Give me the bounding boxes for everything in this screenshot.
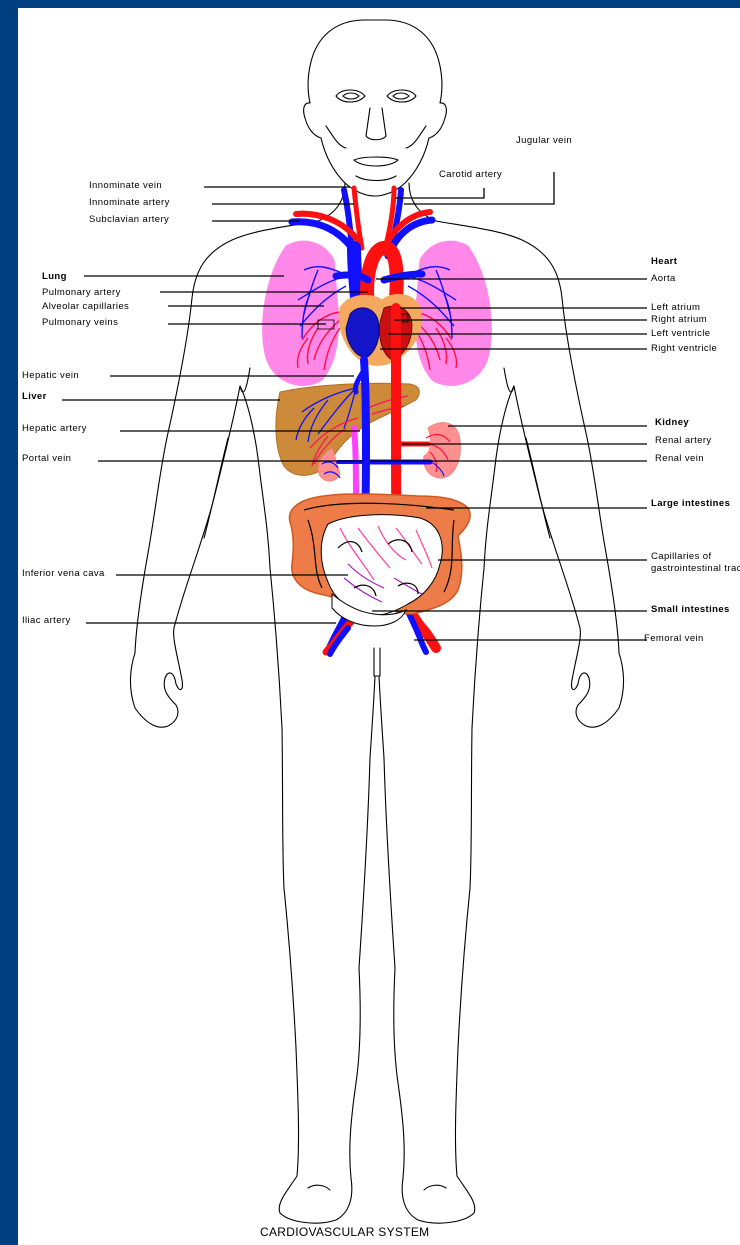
label-alveolar-capillaries: Alveolar capillaries — [42, 301, 129, 312]
label-right-ventricle: Right ventricle — [651, 343, 717, 354]
label-left-ventricle: Left ventricle — [651, 328, 710, 339]
label-innominate-vein: Innominate vein — [89, 180, 162, 191]
mouth — [354, 157, 398, 166]
label-jugular-vein: Jugular vein — [516, 135, 572, 146]
cheek-lines — [326, 126, 426, 148]
label-subclavian-artery: Subclavian artery — [89, 214, 169, 225]
label-large-intestines: Large intestines — [651, 498, 730, 509]
label-hepatic-vein: Hepatic vein — [22, 370, 79, 381]
right-eye-inner — [393, 93, 409, 99]
crotch-line — [374, 648, 380, 676]
label-heart: Heart — [651, 256, 678, 267]
label-small-intestines: Small intestines — [651, 604, 730, 615]
label-renal-artery: Renal artery — [655, 435, 712, 446]
label-lung: Lung — [42, 271, 67, 282]
label-pulmonary-artery: Pulmonary artery — [42, 287, 121, 298]
label-renal-vein: Renal vein — [655, 453, 704, 464]
cardiovascular-diagram: Jugular vein Carotid artery Innominate v… — [18, 8, 740, 1245]
label-femoral-vein: Femoral vein — [644, 633, 704, 644]
label-right-atrium: Right atrium — [651, 314, 707, 325]
label-capillaries-gi-1: Capillaries of — [651, 551, 712, 562]
right-eye — [387, 90, 416, 102]
head-outline — [304, 20, 447, 196]
left-eye — [336, 90, 365, 102]
ankle-lines — [308, 1185, 446, 1190]
label-left-atrium: Left atrium — [651, 302, 700, 313]
left-lung — [263, 241, 339, 385]
label-kidney: Kidney — [655, 417, 689, 428]
label-carotid-artery: Carotid artery — [439, 169, 502, 180]
label-inferior-vena-cava: Inferior vena cava — [22, 568, 105, 579]
left-eye-inner — [343, 93, 359, 99]
label-innominate-artery: Innominate artery — [89, 197, 170, 208]
label-hepatic-artery: Hepatic artery — [22, 423, 87, 434]
label-capillaries-gi-2: gastrointestinal tract — [651, 563, 740, 574]
label-iliac-artery: Iliac artery — [22, 615, 71, 626]
label-pulmonary-veins: Pulmonary veins — [42, 317, 118, 328]
label-portal-vein: Portal vein — [22, 453, 71, 464]
chin — [356, 176, 396, 181]
label-aorta: Aorta — [651, 273, 676, 284]
label-liver: Liver — [22, 391, 47, 402]
diagram-canvas: Jugular vein Carotid artery Innominate v… — [18, 8, 740, 1245]
right-lung — [416, 241, 492, 385]
nose — [366, 108, 386, 140]
diagram-caption: CARDIOVASCULAR SYSTEM — [260, 1225, 429, 1239]
